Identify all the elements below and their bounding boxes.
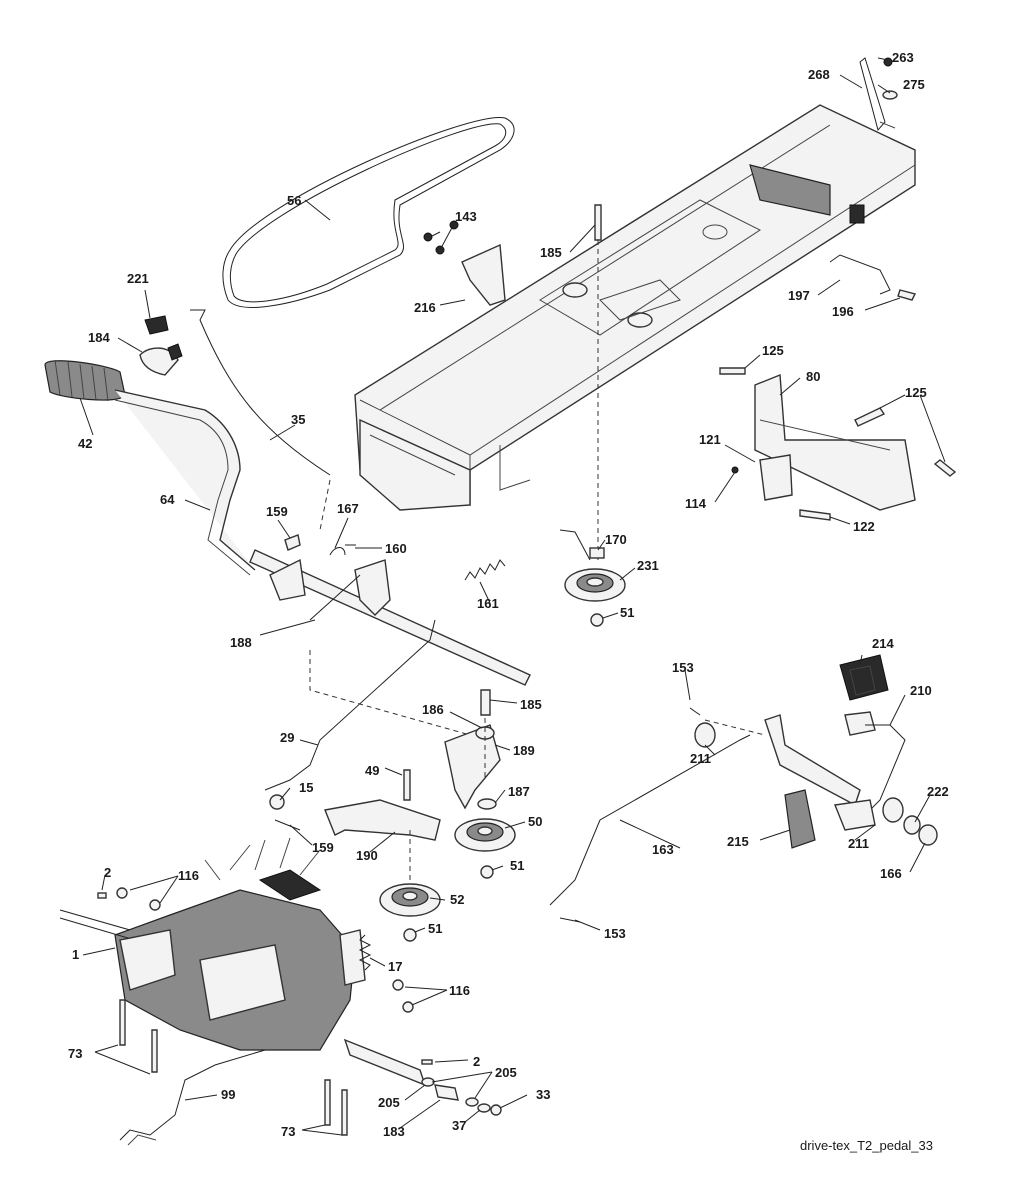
callout-49: 49 (365, 763, 379, 778)
fasteners-lower (97, 887, 433, 1136)
shield-80 (719, 367, 957, 521)
callout-116: 116 (449, 983, 470, 998)
callout-159: 159 (312, 840, 334, 855)
callout-183: 183 (383, 1124, 405, 1139)
callout-17: 17 (388, 959, 402, 974)
callout-263: 263 (892, 50, 914, 65)
callout-211: 211 (848, 836, 869, 851)
callout-216: 216 (414, 300, 436, 315)
pulley-50 (454, 798, 516, 879)
callout-52: 52 (450, 892, 464, 907)
callout-188: 188 (230, 635, 252, 650)
callout-1: 1 (72, 947, 79, 962)
leader-lines (79, 57, 946, 1136)
callout-210: 210 (910, 683, 932, 698)
callout-42: 42 (78, 436, 92, 451)
callout-33: 33 (536, 1087, 550, 1102)
callout-122: 122 (853, 519, 875, 534)
transaxle-1 (59, 837, 427, 1087)
callout-197: 197 (788, 288, 810, 303)
callout-189: 189 (513, 743, 535, 758)
callout-73: 73 (68, 1046, 82, 1061)
callout-50: 50 (528, 814, 542, 829)
callout-80: 80 (806, 369, 820, 384)
callout-184: 184 (88, 330, 110, 345)
callout-159: 159 (266, 504, 288, 519)
callout-185: 185 (520, 697, 542, 712)
callout-231: 231 (637, 558, 659, 573)
callout-51: 51 (510, 858, 524, 873)
washer-15 (269, 794, 301, 831)
callout-15: 15 (299, 780, 313, 795)
diagram-caption: drive-tex_T2_pedal_33 (800, 1138, 933, 1153)
callout-51: 51 (428, 921, 442, 936)
callout-29: 29 (280, 730, 294, 745)
callout-99: 99 (221, 1087, 235, 1102)
callout-56: 56 (287, 193, 301, 208)
callout-153: 153 (604, 926, 626, 941)
bracket-216 (423, 220, 506, 306)
rod-35 (190, 309, 331, 531)
callout-143: 143 (455, 209, 477, 224)
drive-belt-56 (222, 117, 515, 308)
pins-upper (284, 534, 356, 556)
callout-187: 187 (508, 784, 530, 799)
axle-washers (421, 1077, 502, 1116)
callout-205: 205 (495, 1065, 517, 1080)
callout-205: 205 (378, 1095, 400, 1110)
callout-215: 215 (727, 834, 749, 849)
callout-35: 35 (291, 412, 305, 427)
callout-268: 268 (808, 67, 830, 82)
callout-64: 64 (160, 492, 175, 507)
callout-196: 196 (832, 304, 854, 319)
callout-160: 160 (385, 541, 407, 556)
pulley-52 (379, 830, 441, 942)
callout-labels: 263 268 275 56 143 185 216 221 184 197 1… (68, 50, 949, 1139)
callout-170: 170 (605, 532, 627, 547)
callout-211: 211 (690, 751, 711, 766)
rod-99 (119, 1049, 266, 1146)
spring-17 (358, 934, 372, 971)
callout-161: 161 (477, 596, 499, 611)
callout-125: 125 (762, 343, 784, 358)
grip-42 (44, 359, 126, 402)
callout-116: 116 (178, 868, 199, 883)
callout-167: 167 (337, 501, 359, 516)
callout-163: 163 (652, 842, 674, 857)
chassis-frame (354, 104, 916, 511)
callout-275: 275 (903, 77, 925, 92)
pulley-231 (559, 529, 626, 627)
lever-197 (829, 254, 917, 301)
callout-222: 222 (927, 784, 949, 799)
callout-153: 153 (672, 660, 694, 675)
callout-190: 190 (356, 848, 378, 863)
callout-51: 51 (620, 605, 634, 620)
pedal-assembly (694, 654, 938, 849)
callout-185: 185 (540, 245, 562, 260)
bolt-185-top (594, 204, 602, 560)
callout-114: 114 (685, 496, 707, 511)
lift-handle-64 (114, 389, 531, 686)
rod-163 (549, 707, 751, 923)
callout-214: 214 (872, 636, 894, 651)
idler-bracket-189 (403, 689, 501, 810)
spring-161 (464, 559, 506, 581)
handle-parts (139, 315, 183, 376)
callout-121: 121 (699, 432, 721, 447)
bracket-188 (309, 559, 391, 621)
callout-186: 186 (422, 702, 444, 717)
callout-166: 166 (880, 866, 902, 881)
rod-268 (859, 57, 898, 132)
callout-73: 73 (281, 1124, 295, 1139)
callout-221: 221 (127, 271, 149, 286)
rod-29 (264, 619, 471, 791)
callout-125: 125 (905, 385, 927, 400)
callout-37: 37 (452, 1118, 466, 1133)
plate-190 (324, 799, 441, 841)
callout-2: 2 (473, 1054, 480, 1069)
callout-2: 2 (104, 865, 111, 880)
